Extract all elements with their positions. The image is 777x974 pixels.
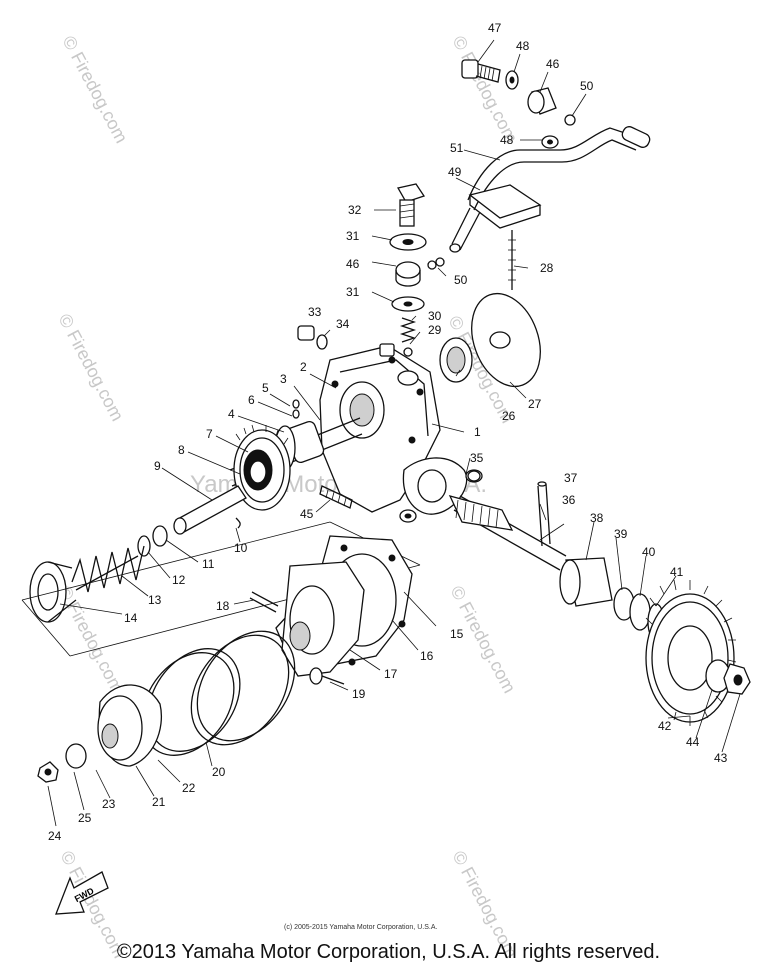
callout-42: 42 [658, 719, 672, 733]
callout-46-lower: 46 [346, 257, 360, 271]
callout-2: 2 [300, 360, 307, 374]
callout-21: 21 [152, 795, 166, 809]
callout-47: 47 [488, 21, 502, 35]
callout-18: 18 [216, 599, 230, 613]
callout-9: 9 [154, 459, 161, 473]
callout-50-upper: 50 [580, 79, 594, 93]
callout-40: 40 [642, 545, 656, 559]
callout-16: 16 [420, 649, 434, 663]
callout-22: 22 [182, 781, 196, 795]
callout-31-upper: 31 [346, 229, 360, 243]
main-housing [319, 343, 483, 523]
callout-5: 5 [262, 381, 269, 395]
callout-51: 51 [450, 141, 464, 155]
callout-44: 44 [686, 735, 700, 749]
callout-10: 10 [234, 541, 248, 555]
callout-50-lower: 50 [454, 273, 468, 287]
callout-46-upper: 46 [546, 57, 560, 71]
callout-11: 11 [202, 557, 215, 571]
small-copyright: (c) 2005-2015 Yamaha Motor Corporation, … [284, 924, 438, 931]
callout-48-lower: 48 [500, 133, 514, 147]
pivot-bolt-stack [389, 183, 445, 357]
rings-and-end-cap [37, 630, 296, 783]
callout-17: 17 [384, 667, 398, 681]
callout-3: 3 [280, 372, 287, 386]
callout-27: 27 [528, 397, 542, 411]
callout-13: 13 [148, 593, 162, 607]
callout-19: 19 [352, 687, 366, 701]
callout-30: 30 [428, 309, 442, 323]
callout-7: 7 [206, 427, 213, 441]
watermark-1: © Firedog.com [58, 32, 131, 146]
callout-32: 32 [348, 203, 362, 217]
callout-24: 24 [48, 829, 62, 843]
footer-copyright: ©2013 Yamaha Motor Corporation, U.S.A. A… [116, 941, 661, 963]
callout-23: 23 [102, 797, 116, 811]
watermark-3: © Firedog.com [54, 310, 127, 424]
callout-1: 1 [474, 425, 481, 439]
right-shaft-assembly [448, 470, 751, 726]
cover-assembly [249, 535, 413, 685]
callout-35: 35 [470, 451, 484, 465]
callout-36: 36 [562, 493, 576, 507]
fwd-arrow-icon [55, 871, 109, 915]
callout-numbers: 1 2 3 4 5 6 7 8 9 10 11 12 13 14 15 16 1… [48, 21, 728, 843]
plug-and-washer [297, 325, 328, 350]
callout-49: 49 [448, 165, 462, 179]
callout-14: 14 [124, 611, 138, 625]
callout-33: 33 [308, 305, 322, 319]
callout-34: 34 [336, 317, 350, 331]
callout-48-upper: 48 [516, 39, 530, 53]
callout-25: 25 [78, 811, 92, 825]
callout-41: 41 [670, 565, 684, 579]
callout-43: 43 [714, 751, 728, 765]
callout-20: 20 [212, 765, 226, 779]
callout-28: 28 [540, 261, 554, 275]
callout-8: 8 [178, 443, 185, 457]
callout-45: 45 [300, 507, 314, 521]
callout-31-lower: 31 [346, 285, 360, 299]
callout-6: 6 [248, 393, 255, 407]
callout-29: 29 [428, 323, 442, 337]
leader-lines [47, 39, 741, 827]
callout-39: 39 [614, 527, 628, 541]
callout-37: 37 [564, 471, 578, 485]
callout-26: 26 [502, 409, 516, 423]
left-shaft-assembly [21, 399, 421, 657]
stud-45 [319, 485, 353, 509]
callout-38: 38 [590, 511, 604, 525]
shift-lever-assembly [449, 59, 651, 253]
callout-15: 15 [450, 627, 464, 641]
cover-disc-parts [439, 230, 541, 388]
callout-12: 12 [172, 573, 186, 587]
callout-4: 4 [228, 407, 235, 421]
